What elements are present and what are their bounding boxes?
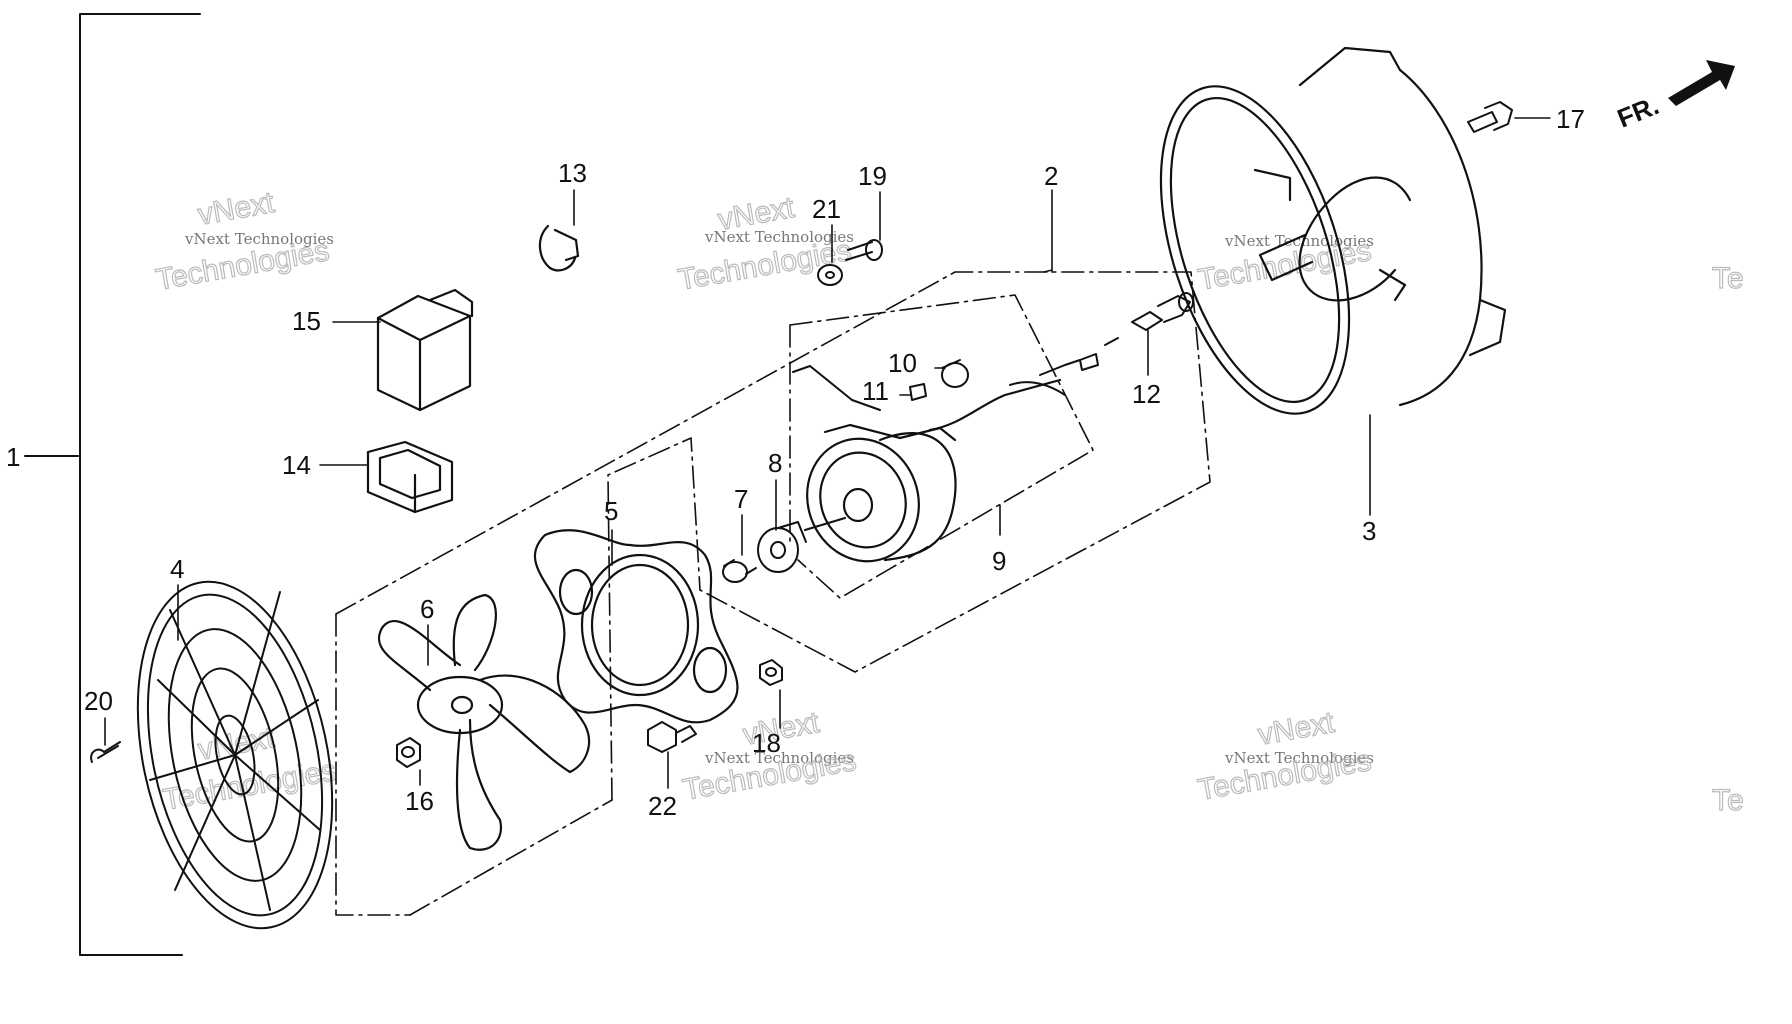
front-direction-label: FR. [1613,90,1663,134]
screw-17 [1467,101,1513,133]
washer-21 [817,264,843,286]
screw-19 [845,239,883,261]
watermark-text: vNext Technologies [704,749,854,767]
callout-18: 18 [752,728,781,758]
callout-22: 22 [648,791,677,821]
clip-13 [538,224,580,272]
callout-3: 3 [1362,516,1376,546]
assembly-bracket [24,13,201,956]
callout-13: 13 [558,158,587,188]
washer-11 [909,383,927,401]
fan-shroud [1159,46,1507,415]
screw-20 [90,741,121,763]
watermark-group-1: vNext vNext Technologies Technologies [153,185,334,297]
watermark-text: vNext Technologies [184,230,334,248]
watermark-text: vNext [195,186,277,232]
callout-16: 16 [405,786,434,816]
relay-15 [376,288,474,412]
watermark-edge-text: Te [1712,262,1744,295]
bolt-22 [647,721,697,753]
callout-20: 20 [84,686,113,716]
nut-16 [396,737,421,768]
watermark-text: Technologies [160,754,338,817]
callout-2: 2 [1044,161,1058,191]
callout-6: 6 [420,594,434,624]
watermark-edge-text: Te [1712,784,1744,817]
watermark-text: vNext Technologies [704,228,854,246]
fan-motor [803,378,1062,563]
connector-12 [1131,292,1194,331]
bolt-10 [941,359,969,388]
callout-8: 8 [768,448,782,478]
callout-10: 10 [888,348,917,378]
callout-19: 19 [858,161,887,191]
watermark-text: vNext [1255,706,1337,752]
callout-4: 4 [170,554,184,584]
watermark-group-6: vNext vNext Technologies Technologies [1195,705,1374,807]
callout-21: 21 [812,194,841,224]
callout-labels: 1 2 3 4 5 6 7 8 9 10 11 12 13 14 15 16 1… [6,104,1585,821]
callout-11: 11 [862,376,889,406]
watermark-text: vNext Technologies [1224,749,1374,767]
wiring-harness [792,337,1119,411]
relay-holder-14 [366,440,454,514]
callout-9: 9 [992,546,1006,576]
callout-7: 7 [734,484,748,514]
exploded-outline [335,269,1211,916]
front-direction-arrow: FR. [1613,60,1735,134]
callout-17: 17 [1556,104,1585,134]
collar-8 [757,521,807,573]
motor-mounting-plate [533,529,739,724]
spacer-7 [722,559,757,583]
nut-18 [759,659,783,686]
fan-grille [136,580,334,930]
fan-blade [377,593,591,851]
callout-14: 14 [282,450,311,480]
leader-lines [104,117,1551,789]
callout-15: 15 [292,306,321,336]
callout-1: 1 [6,442,20,472]
callout-5: 5 [604,496,618,526]
callout-12: 12 [1132,379,1161,409]
